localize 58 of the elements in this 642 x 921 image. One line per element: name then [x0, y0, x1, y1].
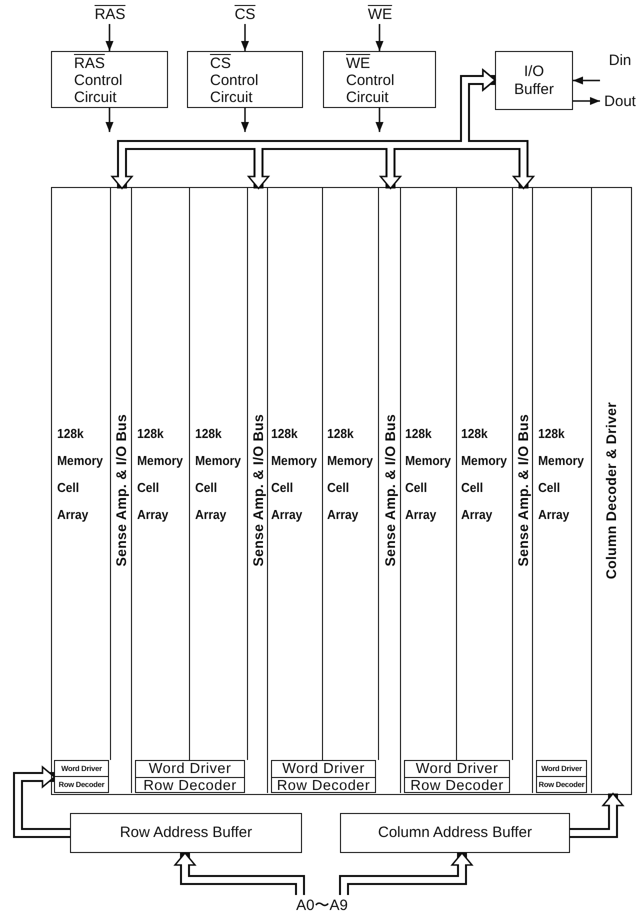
signal-name: WE: [346, 55, 370, 72]
vertical-label: Sense Amp. & I/O Bus: [113, 414, 129, 567]
signal-label: WE: [363, 4, 397, 24]
vertical-label: Sense Amp. & I/O Bus: [382, 414, 398, 567]
signal-label: Dout: [600, 92, 640, 110]
block-label: Row Decoder: [276, 778, 372, 794]
arrow: [573, 76, 600, 84]
buffer-box: [70, 813, 302, 853]
block-label: 128k Memory Cell Array: [460, 425, 508, 524]
bus-arrow: [570, 792, 624, 838]
vertical-label: Sense Amp. & I/O Bus: [514, 414, 530, 567]
word-driver-decoder-box: [404, 760, 510, 793]
word-driver-decoder-box: [536, 760, 587, 793]
signal-name: CS: [210, 55, 231, 72]
word-driver-decoder-box: [271, 760, 376, 793]
block-label: Word Driver: [405, 761, 509, 778]
signal-label: CS: [230, 4, 260, 24]
block-label: 128k Memory Cell Array: [136, 425, 184, 524]
arrow: [376, 108, 384, 132]
bus-arrow: [339, 852, 473, 895]
block-label: I/O Buffer: [513, 62, 555, 98]
signal-label: RAS: [92, 4, 128, 24]
block-label: 128k Memory Cell Array: [57, 425, 104, 524]
word-driver-decoder-box: [54, 760, 109, 793]
block-label: 128k Memory Cell Array: [538, 425, 585, 524]
bus-arrow: [174, 852, 305, 895]
buffer-box: [495, 51, 573, 110]
block-label: 128k Memory Cell Array: [194, 425, 242, 524]
block-label: 128k Memory Cell Array: [404, 425, 452, 524]
buffer-box: [340, 813, 570, 853]
control-circuit-box: [323, 51, 436, 108]
block-label: Column Address Buffer: [378, 824, 532, 842]
block-label: Control Circuit: [210, 72, 260, 106]
arrow: [376, 24, 384, 51]
control-circuit-box: [187, 51, 303, 108]
bus-arrow: [13, 766, 70, 838]
block-label: Row Decoder: [409, 778, 505, 794]
vertical-label: Sense Amp. & I/O Bus: [250, 414, 266, 567]
block-label: Word Driver: [136, 761, 244, 778]
memory-chip-box: [51, 187, 632, 795]
block-label: Control Circuit: [74, 72, 124, 106]
control-circuit-box: [51, 51, 168, 108]
word-driver-decoder-box: [135, 760, 245, 793]
block-label: Word Driver: [272, 761, 375, 778]
vertical-label: Column Decoder & Driver: [603, 402, 619, 580]
arrow: [241, 108, 249, 132]
arrow: [241, 24, 249, 51]
signal-label: Din: [600, 51, 640, 69]
block-label: Control Circuit: [346, 72, 396, 106]
block-label: 128k Memory Cell Array: [271, 425, 318, 524]
block-label: 128k Memory Cell Array: [326, 425, 374, 524]
block-label: Row Decoder: [142, 778, 238, 794]
arrow: [106, 108, 114, 132]
arrow: [106, 24, 114, 51]
block-label: Row Address Buffer: [120, 824, 252, 842]
arrow: [573, 97, 600, 105]
signal-name: RAS: [74, 55, 105, 72]
signal-label: A0〜A9: [292, 895, 352, 915]
